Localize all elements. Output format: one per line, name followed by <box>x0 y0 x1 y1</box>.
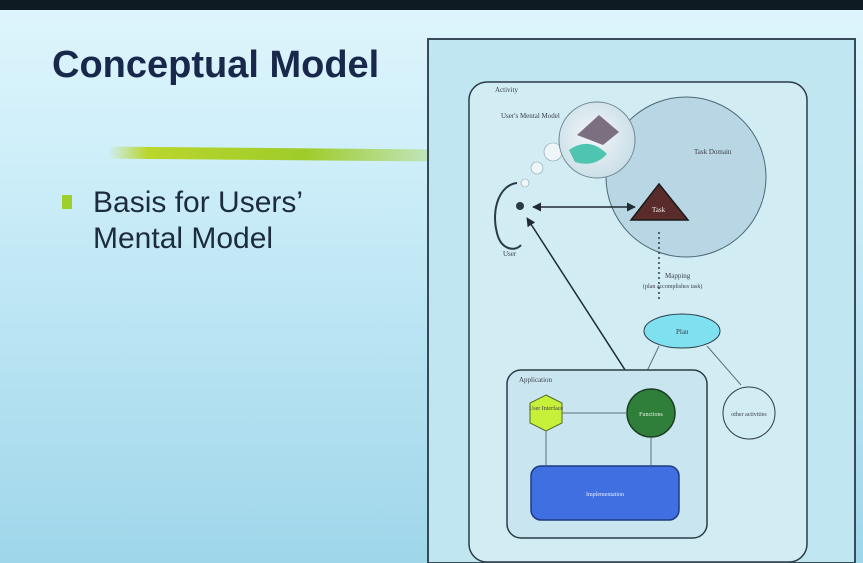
user-label: User <box>503 250 517 258</box>
plan-other-line <box>706 345 742 386</box>
task-domain-label: Task Domain <box>694 148 732 156</box>
other-activities-label: other activities <box>731 412 767 418</box>
thought-bubble-dot <box>520 178 530 188</box>
mental-model-blob-icon <box>569 143 607 164</box>
screen-top-border <box>0 0 863 10</box>
implementation-box <box>530 465 680 521</box>
other-activities-circle <box>722 386 776 440</box>
mapping-label: Mapping <box>665 272 691 280</box>
slide-title: Conceptual Model <box>52 44 380 86</box>
application-label: Application <box>519 376 553 384</box>
user-head-icon <box>494 182 522 250</box>
functions-label: Functions <box>639 412 663 418</box>
user-functions-arrow <box>526 217 639 391</box>
conceptual-model-diagram: Activity Task Domain User's Mental Model… <box>468 81 808 562</box>
mental-model-label: User's Mental Model <box>501 112 560 120</box>
mental-model-pyramid-icon <box>577 115 619 145</box>
plan-ellipse <box>643 313 721 349</box>
title-underline <box>107 146 439 162</box>
thought-bubble-dot <box>530 161 544 175</box>
bullet-marker <box>62 195 72 209</box>
task-triangle <box>629 182 690 221</box>
user-interface-hexagon <box>529 394 563 432</box>
bullet-text: Basis for Users’ Mental Model <box>93 186 302 255</box>
task-label: Task <box>652 206 666 214</box>
diagram-frame: Activity Task Domain User's Mental Model… <box>427 38 856 563</box>
mapping-sublabel: (plan accomplishes task) <box>643 283 702 290</box>
user-eye-icon <box>516 202 524 210</box>
activity-label: Activity <box>495 86 518 94</box>
plan-label: Plan <box>676 328 689 336</box>
implementation-label: Implementation <box>586 492 624 498</box>
user-interface-label: User Interface <box>529 405 563 412</box>
